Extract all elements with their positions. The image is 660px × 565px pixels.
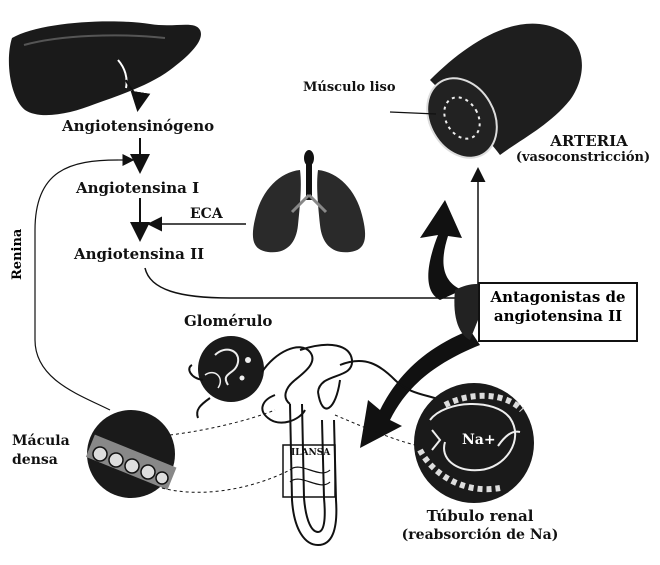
label-musculo-liso: Músculo liso <box>303 80 396 95</box>
antagonistas-box: Antagonistas de angiotensina II <box>478 282 638 342</box>
label-eca: ECA <box>190 206 223 222</box>
label-tubulo-line2: (reabsorción de Na) <box>360 527 600 543</box>
label-macula-line2: densa <box>12 452 58 468</box>
label-angiotensina2: Angiotensina II <box>74 245 204 263</box>
renina-loop-line <box>35 160 118 410</box>
liver-illustration <box>9 21 201 115</box>
label-tubulo-line1: Túbulo renal <box>380 507 580 525</box>
label-arteria: ARTERIA <box>544 132 634 150</box>
antagonistas-line2: angiotensina II <box>488 307 628 326</box>
lungs-illustration <box>253 150 365 252</box>
label-macula-line1: Mácula <box>12 433 70 449</box>
antagonistas-line1: Antagonistas de <box>488 288 628 307</box>
label-na-plus: Na+ <box>462 432 496 448</box>
label-vasoconstriccion: (vasoconstricción) <box>508 150 658 165</box>
big-arrow-up <box>420 200 462 300</box>
label-angiotensinogeno: Angiotensinógeno <box>62 117 214 135</box>
label-angiotensina1: Angiotensina I <box>76 179 199 197</box>
label-loop-tag: ILANSA <box>291 448 330 458</box>
label-glomerulo: Glomérulo <box>184 312 272 330</box>
macula-densa-illustration <box>86 410 177 498</box>
label-renina: Renina <box>10 229 25 280</box>
glomerulo-illustration <box>189 336 264 418</box>
